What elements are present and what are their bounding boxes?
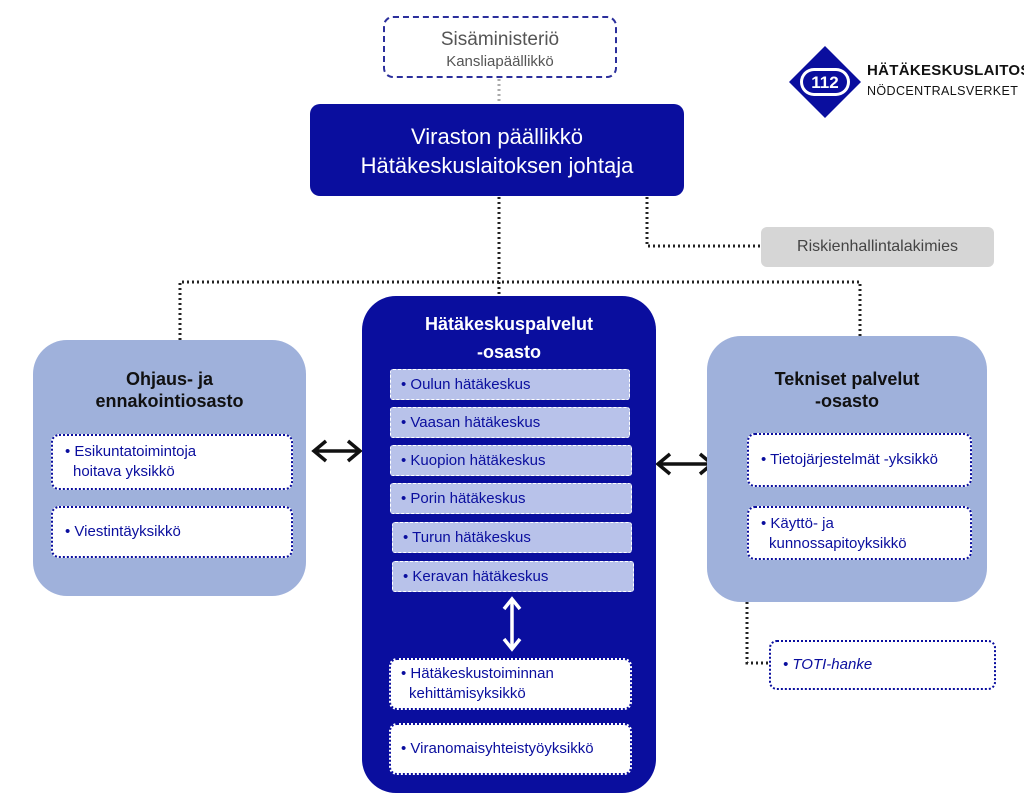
left-unit-2: • Viestintäyksikkö [51, 506, 293, 558]
center-dept-title: Hätäkeskuspalvelut -osasto [362, 310, 656, 366]
left-unit-1-line2: hoitava yksikkö [73, 463, 175, 480]
center-unit-cooperation: • Viranomaisyhteistyöyksikkö [389, 723, 632, 775]
director-line2: Hätäkeskuslaitoksen johtaja [360, 153, 634, 178]
center-item-oulu: • Oulun hätäkeskus [390, 369, 630, 400]
left-dept-title-line1: Ohjaus- ja [125, 369, 214, 389]
left-dept-title: Ohjaus- ja ennakointiosasto [33, 368, 306, 412]
right-dept-title: Tekniset palvelut -osasto [707, 368, 987, 412]
hatakeskuslaitos-logo: 112 HÄTÄKESKUSLAITOS NÖDCENTRALSVERKET [787, 44, 1024, 124]
ministry-title: Sisäministeriö [440, 29, 560, 50]
ministry-box: Sisäministeriö Kansliapäällikkö [383, 16, 617, 78]
ministry-subtitle: Kansliapäällikkö [446, 53, 554, 70]
logo-name-fi: HÄTÄKESKUSLAITOS [867, 62, 1024, 79]
center-dept-title-line1: Hätäkeskuspalvelut [424, 314, 594, 334]
center-item-pori: • Porin hätäkeskus [390, 483, 632, 514]
director-box: Viraston päällikkö Hätäkeskuslaitoksen j… [310, 104, 684, 196]
right-unit-1: • Tietojärjestelmät -yksikkö [747, 433, 972, 487]
left-double-arrow [311, 439, 363, 463]
risk-manager-box: Riskienhallintalakimies [761, 227, 994, 267]
right-unit-2-line1: • Käyttö- ja [761, 515, 834, 532]
left-unit-2-line1: • Viestintäyksikkö [65, 523, 181, 540]
center-unit-cooperation-line1: • Viranomaisyhteistyöyksikkö [401, 740, 594, 757]
toti-connector [745, 602, 769, 665]
vertical-double-arrow [502, 596, 522, 652]
right-double-arrow [655, 452, 715, 476]
center-item-kuopio: • Kuopion hätäkeskus [390, 445, 632, 476]
center-item-vaasa: • Vaasan hätäkeskus [390, 407, 630, 438]
left-unit-1-line1: • Esikuntatoimintoja [65, 443, 197, 460]
center-unit-development-line2: kehittämisyksikkö [409, 685, 526, 702]
logo-name-sv: NÖDCENTRALSVERKET [867, 84, 1019, 98]
director-line1: Viraston päällikkö [410, 124, 584, 149]
center-unit-development-line1: • Hätäkeskustoiminnan [401, 665, 554, 682]
left-dept-title-line2: ennakointiosasto [95, 391, 244, 411]
right-unit-2-line2: kunnossapitoyksikkö [769, 535, 907, 552]
center-item-kerava: • Keravan hätäkeskus [392, 561, 634, 592]
right-department: Tekniset palvelut -osasto • Tietojärjest… [707, 336, 987, 602]
right-unit-1-line1: • Tietojärjestelmät -yksikkö [761, 451, 938, 468]
right-dept-title-line2: -osasto [814, 391, 879, 411]
right-unit-2: • Käyttö- ja kunnossapitoyksikkö [747, 506, 972, 560]
risk-connector [645, 197, 761, 248]
center-dept-title-line2: -osasto [476, 342, 541, 362]
left-unit-1: • Esikuntatoimintoja hoitava yksikkö [51, 434, 293, 490]
center-unit-development: • Hätäkeskustoiminnan kehittämisyksikkö [389, 658, 632, 710]
logo-112-icon: 112 [789, 46, 861, 118]
center-department: Hätäkeskuspalvelut -osasto • Oulun hätäk… [362, 296, 656, 793]
department-bar [178, 280, 862, 340]
logo-number: 112 [811, 73, 838, 92]
right-dept-title-line1: Tekniset palvelut [774, 369, 920, 389]
toti-project-box: • TOTI-hanke [769, 640, 996, 690]
left-department: Ohjaus- ja ennakointiosasto • Esikuntato… [33, 340, 306, 596]
center-item-turku: • Turun hätäkeskus [392, 522, 632, 553]
